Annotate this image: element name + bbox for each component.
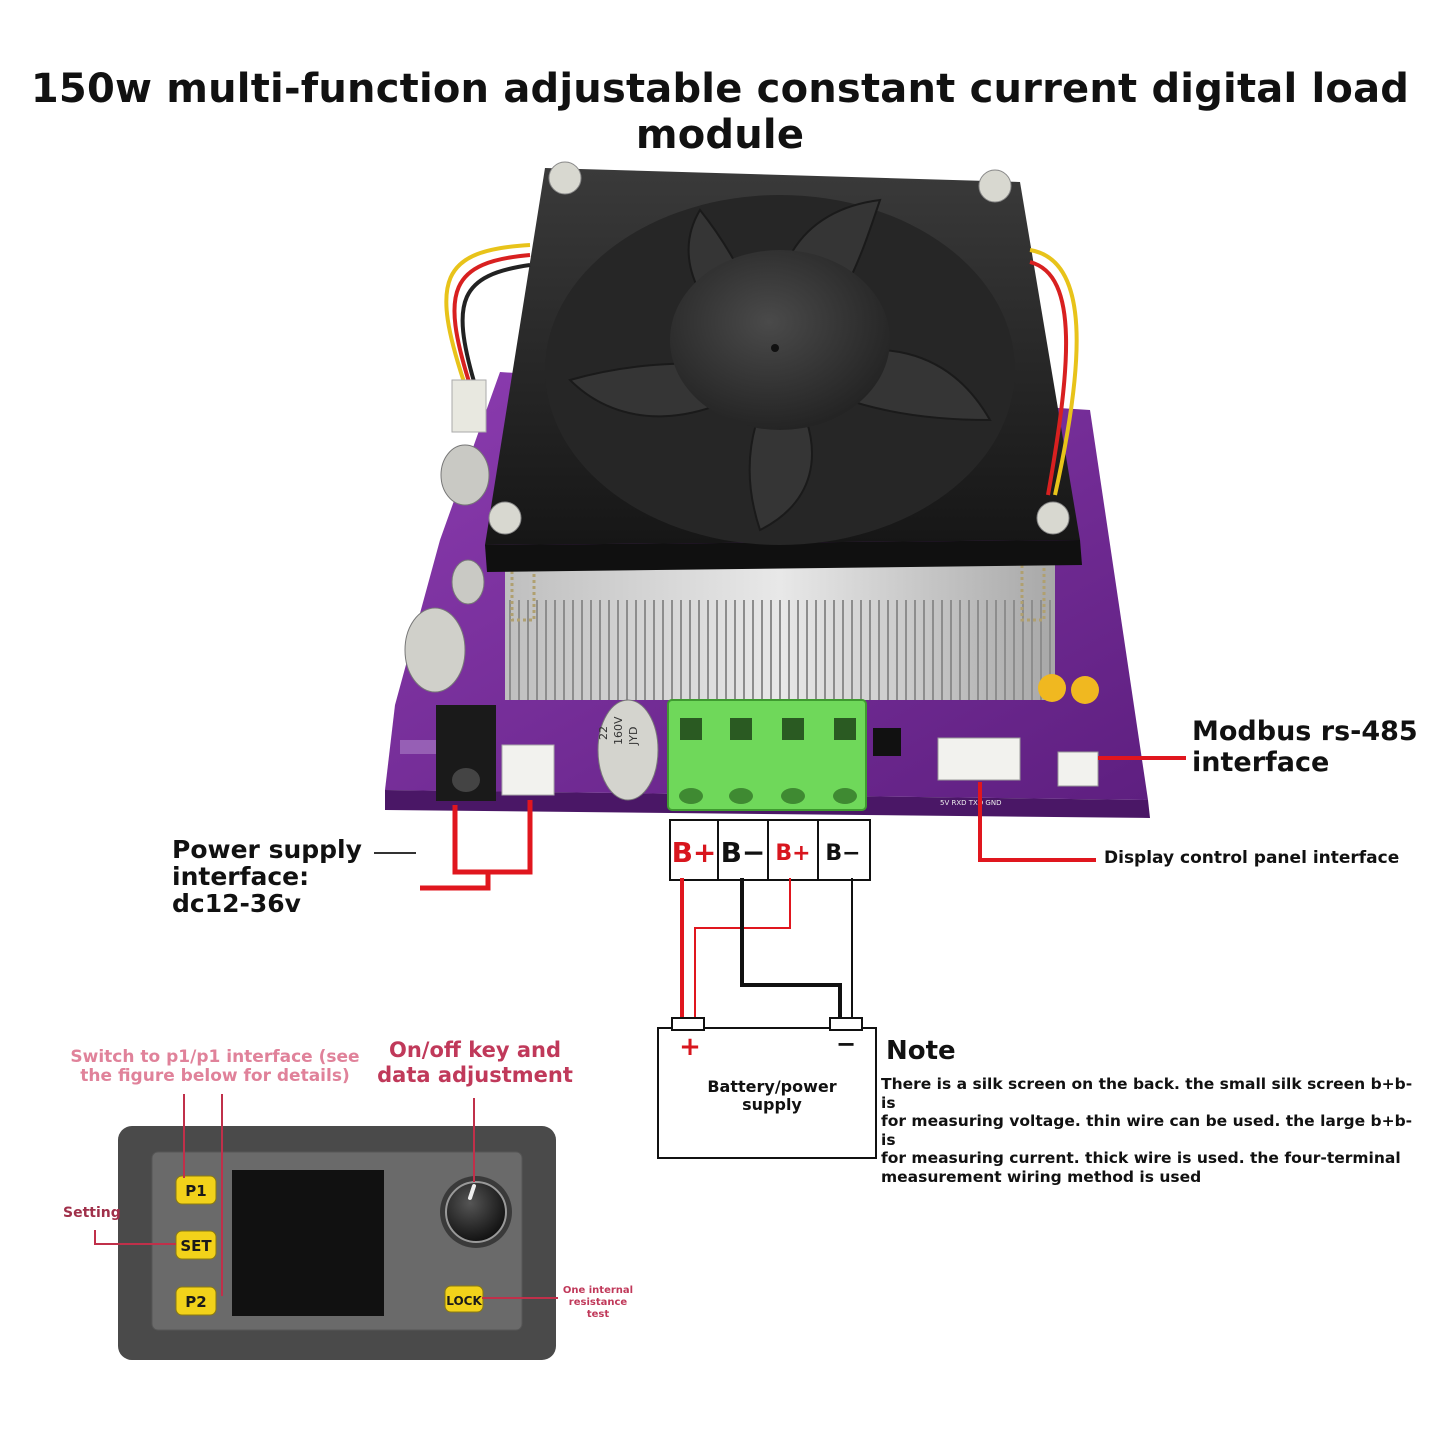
power-supply-label: Power supply interface: dc12-36v	[172, 836, 362, 917]
svg-text:P1: P1	[185, 1182, 206, 1200]
panel-button-lock: LOCK	[444, 1285, 484, 1313]
battery-label-line2: supply	[742, 1095, 802, 1114]
fan-wire-right	[1029, 248, 1079, 496]
onoff-key-line2: data adjustment	[377, 1063, 573, 1087]
note-line-1: There is a silk screen on the back. the …	[881, 1075, 1413, 1112]
cap-silk-3: JYD	[627, 727, 640, 746]
cap-silk-1: 22	[597, 726, 610, 740]
header-silk: 5V RXD TXD GND	[940, 799, 1001, 807]
note-line-2: for measuring voltage. thin wire can be …	[881, 1112, 1413, 1149]
note-line-4: measurement wiring method is used	[881, 1167, 1202, 1186]
modbus-label-line1: Modbus rs-485	[1192, 716, 1418, 747]
switch-interface-line2: the figure below for details)	[80, 1066, 350, 1086]
switch-interface-line1: Switch to p1/p1 interface (see	[70, 1047, 360, 1067]
internal-resistance-label: One internal resistance test	[558, 1285, 638, 1321]
power-supply-leader	[420, 800, 533, 891]
panel-button-p1: P1	[175, 1175, 217, 1205]
ic-chip	[873, 728, 901, 756]
panel-screen	[232, 1170, 384, 1316]
modbus-label-line2: interface	[1192, 747, 1330, 778]
svg-text:LOCK: LOCK	[446, 1294, 482, 1308]
internal-resistance-line2: resistance test	[568, 1297, 628, 1320]
panel-button-set: SET	[175, 1230, 217, 1260]
rs485-connector	[1057, 751, 1099, 787]
setting-label: Setting	[63, 1205, 121, 1221]
note-title: Note	[886, 1036, 956, 1066]
display-header-connector: 5V RXD TXD GND	[937, 737, 1021, 807]
capacitors: 22 160V JYD	[404, 444, 659, 801]
modbus-label: Modbus rs-485 interface	[1192, 716, 1418, 778]
yellow-components	[1038, 674, 1099, 704]
panel-leaders	[94, 1094, 558, 1299]
heat-sink	[505, 560, 1055, 700]
terminal-label-2: B−	[721, 836, 766, 869]
internal-resistance-line1: One internal	[562, 1285, 634, 1296]
cap-silk-2: 160V	[612, 716, 625, 745]
power-supply-label-line1: Power supply	[172, 835, 362, 864]
terminal-labels: B+ B− B+ B−	[669, 819, 871, 881]
spring-right	[1020, 558, 1046, 622]
battery-minus-symbol: −	[836, 1030, 856, 1058]
battery-label-line1: Battery/power	[707, 1077, 836, 1096]
svg-text:P2: P2	[185, 1293, 206, 1311]
fan-wire-left	[444, 243, 531, 433]
terminal-label-4: B−	[825, 841, 860, 866]
switch-interface-label: Switch to p1/p1 interface (see the figur…	[70, 1048, 360, 1086]
onoff-key-label: On/off key and data adjustment	[370, 1038, 580, 1088]
terminal-label-3: B+	[775, 841, 810, 866]
rotary-knob	[445, 1181, 507, 1243]
wiring	[680, 878, 853, 1022]
terminal-label-1: B+	[672, 836, 717, 869]
power-supply-label-line3: dc12-36v	[172, 889, 301, 918]
svg-text:SET: SET	[180, 1237, 212, 1255]
terminal-block	[667, 699, 867, 811]
display-interface-leader	[978, 782, 1096, 862]
onoff-key-line1: On/off key and	[388, 1038, 562, 1062]
note-body: There is a silk screen on the back. the …	[881, 1075, 1421, 1186]
cooling-fan	[485, 161, 1082, 572]
page-title: 150w multi-function adjustable constant …	[30, 66, 1410, 158]
note-line-3: for measuring current. thick wire is use…	[881, 1149, 1401, 1167]
battery-box: + − Battery/power supply	[657, 1017, 877, 1159]
power-supply-label-line2: interface:	[172, 862, 310, 891]
dc-power-jack	[436, 705, 555, 801]
panel-button-p2: P2	[175, 1286, 217, 1316]
battery-plus-symbol: +	[679, 1032, 701, 1062]
spring-left	[510, 558, 536, 622]
display-panel-label: Display control panel interface	[1104, 848, 1400, 868]
